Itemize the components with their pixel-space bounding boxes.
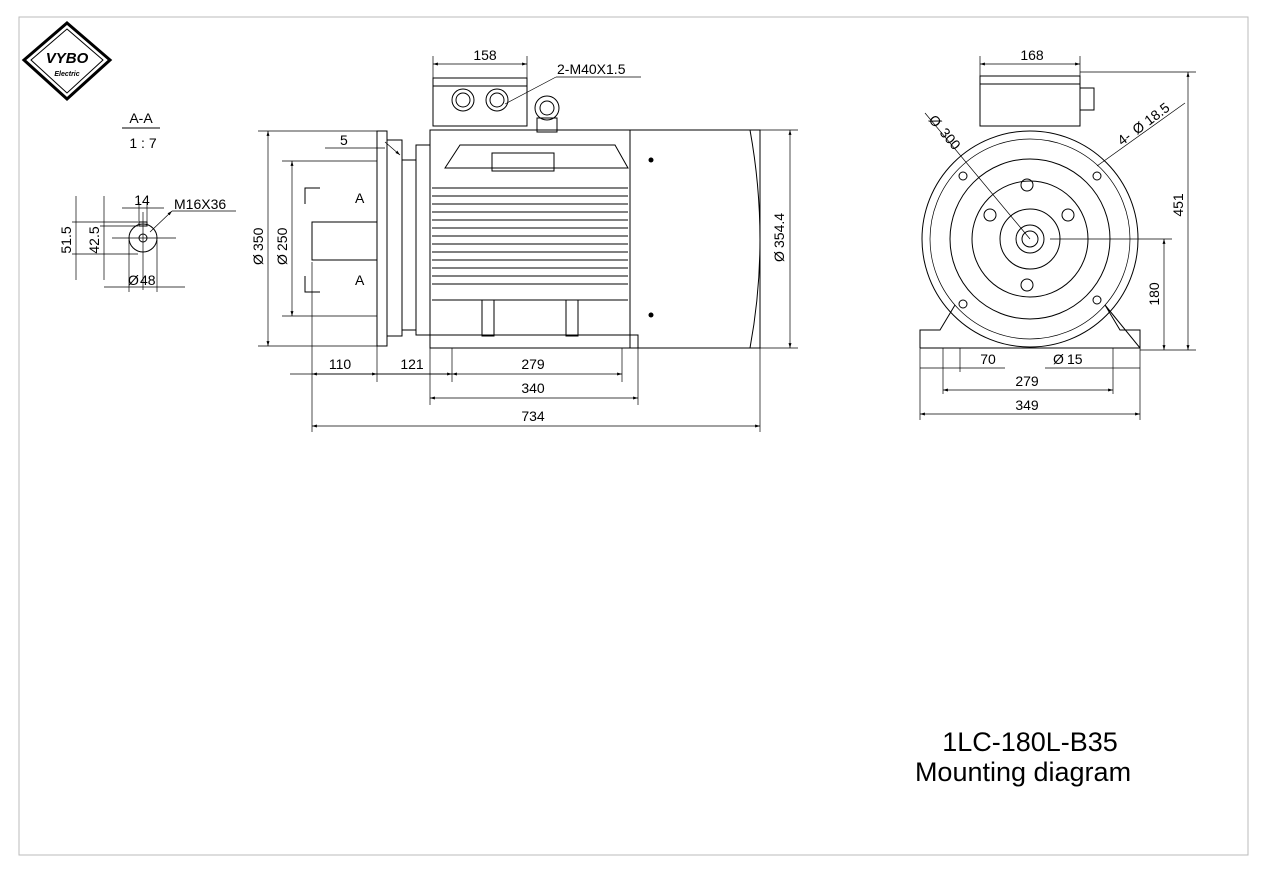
foot-plate [429, 334, 639, 349]
dim-42-5: 42.5 [86, 226, 102, 253]
end-view: 168 Ø 300 4- Ø 18.5 451 [919, 47, 1196, 420]
lifting-eye [534, 95, 560, 121]
title-block: 1LC-180L-B35 Mounting diagram [915, 727, 1131, 787]
overall-height-dim: 451 [1170, 193, 1186, 217]
diameter-symbol: Ø [926, 112, 945, 131]
dim-51-5: 51.5 [58, 226, 74, 253]
end-feet [919, 304, 1141, 350]
section-scale: 1 : 7 [129, 135, 156, 151]
diameter-symbol: Ø [250, 254, 266, 265]
cooling-fins [432, 187, 628, 301]
nameplate [491, 152, 555, 172]
diameter-symbol: Ø [274, 254, 290, 265]
foot-edge-dim: 70 [980, 351, 996, 367]
flange [376, 130, 388, 347]
cable-gland [1079, 87, 1095, 111]
shaft-section-detail: 14 M16X36 51.5 42.5 Ø 48 [58, 192, 236, 292]
spigot-diameter-dim: 250 [274, 227, 290, 251]
brand-logo: VYBO Electric [21, 21, 113, 102]
flange-holes-count: 4- [1114, 128, 1134, 148]
cable-gland [451, 88, 475, 112]
section-mark-bottom: A [355, 272, 365, 288]
terminal-box [432, 77, 528, 127]
flange-gap-dim: 5 [340, 132, 348, 148]
end-shaft [1015, 224, 1045, 254]
terminal-box-width-dim: 158 [473, 47, 497, 63]
section-name: A-A [129, 110, 153, 126]
flange-hole-size-dim: 18.5 [1141, 99, 1173, 128]
logo-sub: Electric [54, 71, 79, 78]
foot-holes-distance-dim: 279 [521, 356, 545, 372]
shaft-diameter-dim: 48 [140, 272, 156, 288]
cable-gland-callout: 2-M40X1.5 [557, 61, 626, 77]
foot-width-dim: 349 [1015, 397, 1039, 413]
overall-length-dim: 734 [521, 408, 545, 424]
model-title: 1LC-180L-B35 [942, 727, 1118, 757]
diagram-caption: Mounting diagram [915, 757, 1131, 787]
cable-gland [485, 88, 509, 112]
end-foot-holes-distance-dim: 279 [1015, 373, 1039, 389]
shaft-to-foot-dim: 121 [400, 356, 424, 372]
section-label: A-A 1 : 7 [122, 110, 160, 151]
shaft [311, 221, 378, 261]
section-mark-top: A [355, 190, 365, 206]
pcd-diameter-dim: 300 [937, 125, 964, 153]
sheet-border [18, 16, 1249, 856]
logo-brand: VYBO [46, 50, 89, 67]
end-terminal-box-width-dim: 168 [1020, 47, 1044, 63]
diameter-symbol: Ø [1053, 351, 1064, 367]
motor-body [429, 129, 761, 349]
diameter-symbol: Ø [128, 272, 139, 288]
keyway-width-dim: 14 [134, 192, 150, 208]
foot-hole-diameter-dim: 15 [1067, 351, 1083, 367]
diameter-symbol: Ø [771, 251, 787, 262]
flange-diameter-dim: 350 [250, 227, 266, 251]
shaft-height-dim: 180 [1146, 282, 1162, 306]
body-diameter-dim: 354.4 [771, 213, 787, 248]
foot-length-dim: 340 [521, 380, 545, 396]
shaft-length-dim: 110 [329, 356, 352, 372]
thread-callout: M16X36 [174, 196, 226, 212]
side-view: 158 2-M40X1.5 [250, 47, 798, 432]
